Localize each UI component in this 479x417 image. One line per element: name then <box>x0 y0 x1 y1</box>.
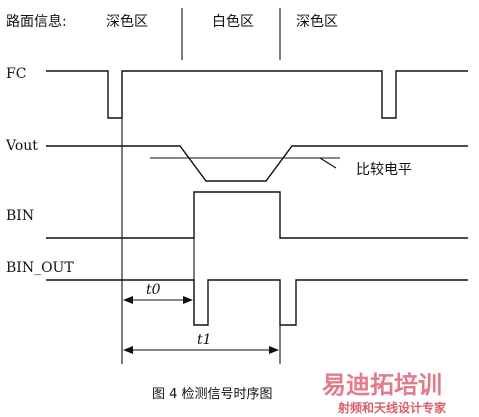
t0-arrow-right <box>183 296 193 304</box>
zone-dark-left: 深色区 <box>106 13 148 30</box>
bin-out-label: BIN_OUT <box>6 260 74 276</box>
fc-label: FC <box>6 66 26 82</box>
t0-arrow-left <box>123 296 133 304</box>
vout-waveform <box>46 145 468 182</box>
t1-arrow-left <box>123 346 133 354</box>
comparison-level-leader <box>319 157 337 169</box>
bin-label: BIN <box>6 208 34 224</box>
figure-caption: 图 4 检测信号时序图 <box>152 387 273 402</box>
zone-white: 白色区 <box>212 13 254 30</box>
road-info-label: 路面信息: <box>6 13 67 30</box>
comparison-level-label: 比较电平 <box>356 162 412 178</box>
vout-label: Vout <box>5 138 38 154</box>
watermark-brand: 易迪拓培训 <box>322 371 442 399</box>
zone-dark-right: 深色区 <box>296 13 338 30</box>
t1-label: t1 <box>197 332 212 348</box>
fc-waveform <box>46 70 468 119</box>
bin-out-waveform <box>46 279 468 326</box>
watermark-slogan: 射频和天线设计专家 <box>337 400 447 415</box>
t0-label: t0 <box>146 282 161 298</box>
bin-waveform <box>46 191 468 239</box>
t1-arrow-right <box>269 346 279 354</box>
